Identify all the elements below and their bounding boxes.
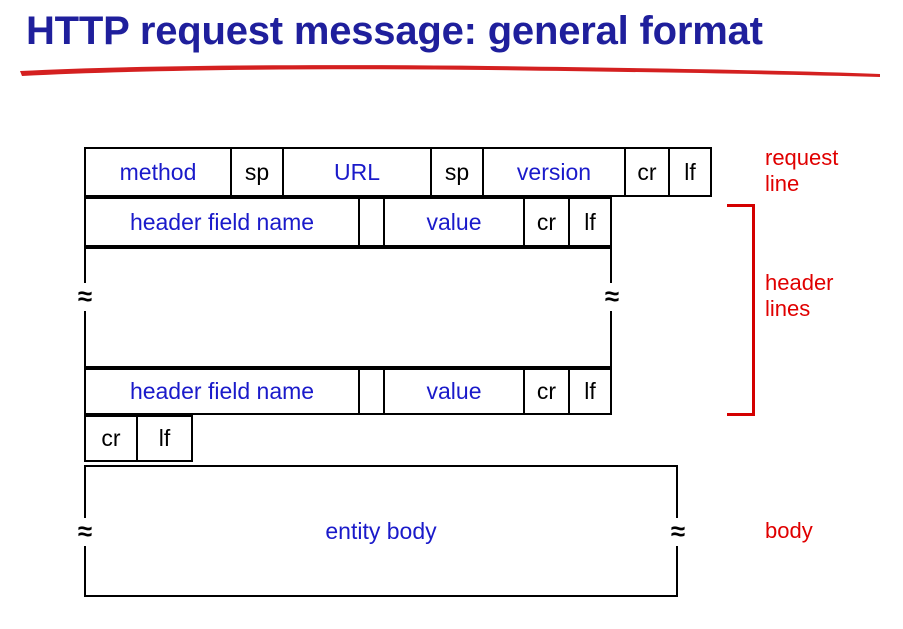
annotation-request-line: request line	[765, 145, 839, 196]
cell-lf-header-1: lf	[570, 197, 612, 247]
entity-body-label: entity body	[325, 517, 437, 544]
header-lines-bracket	[727, 204, 755, 416]
continuation-squiggle-right-body: ≈	[668, 518, 688, 546]
cell-header-field-name-1: header field name	[84, 197, 360, 247]
page-title: HTTP request message: general format	[26, 9, 763, 53]
cell-cr-blank-line: cr	[84, 415, 138, 462]
continuation-squiggle-left-body: ≈	[75, 518, 95, 546]
cell-lf-blank-line: lf	[138, 415, 193, 462]
cell-url: URL	[284, 147, 432, 197]
annotation-header-lines: header lines	[765, 270, 834, 321]
title-underline-stroke	[20, 65, 880, 77]
annotation-body: body	[765, 518, 813, 543]
continuation-squiggle-left-headers: ≈	[75, 283, 95, 311]
cell-method: method	[84, 147, 232, 197]
cell-lf-request-line: lf	[670, 147, 712, 197]
entity-body-box: entity body	[84, 465, 678, 597]
cell-value-2: value	[385, 368, 525, 415]
cell-cr-header-2: cr	[525, 368, 570, 415]
cell-cr-header-1: cr	[525, 197, 570, 247]
cell-version: version	[484, 147, 626, 197]
cell-header-separator-2	[360, 368, 385, 415]
header-lines-continuation-box	[84, 247, 612, 368]
cell-sp-1: sp	[232, 147, 284, 197]
cell-sp-2: sp	[432, 147, 484, 197]
cell-lf-header-2: lf	[570, 368, 612, 415]
cell-cr-request-line: cr	[626, 147, 670, 197]
cell-header-separator-1	[360, 197, 385, 247]
continuation-squiggle-right-headers: ≈	[602, 283, 622, 311]
cell-value-1: value	[385, 197, 525, 247]
cell-header-field-name-2: header field name	[84, 368, 360, 415]
title-block: HTTP request message: general format	[0, 0, 903, 100]
